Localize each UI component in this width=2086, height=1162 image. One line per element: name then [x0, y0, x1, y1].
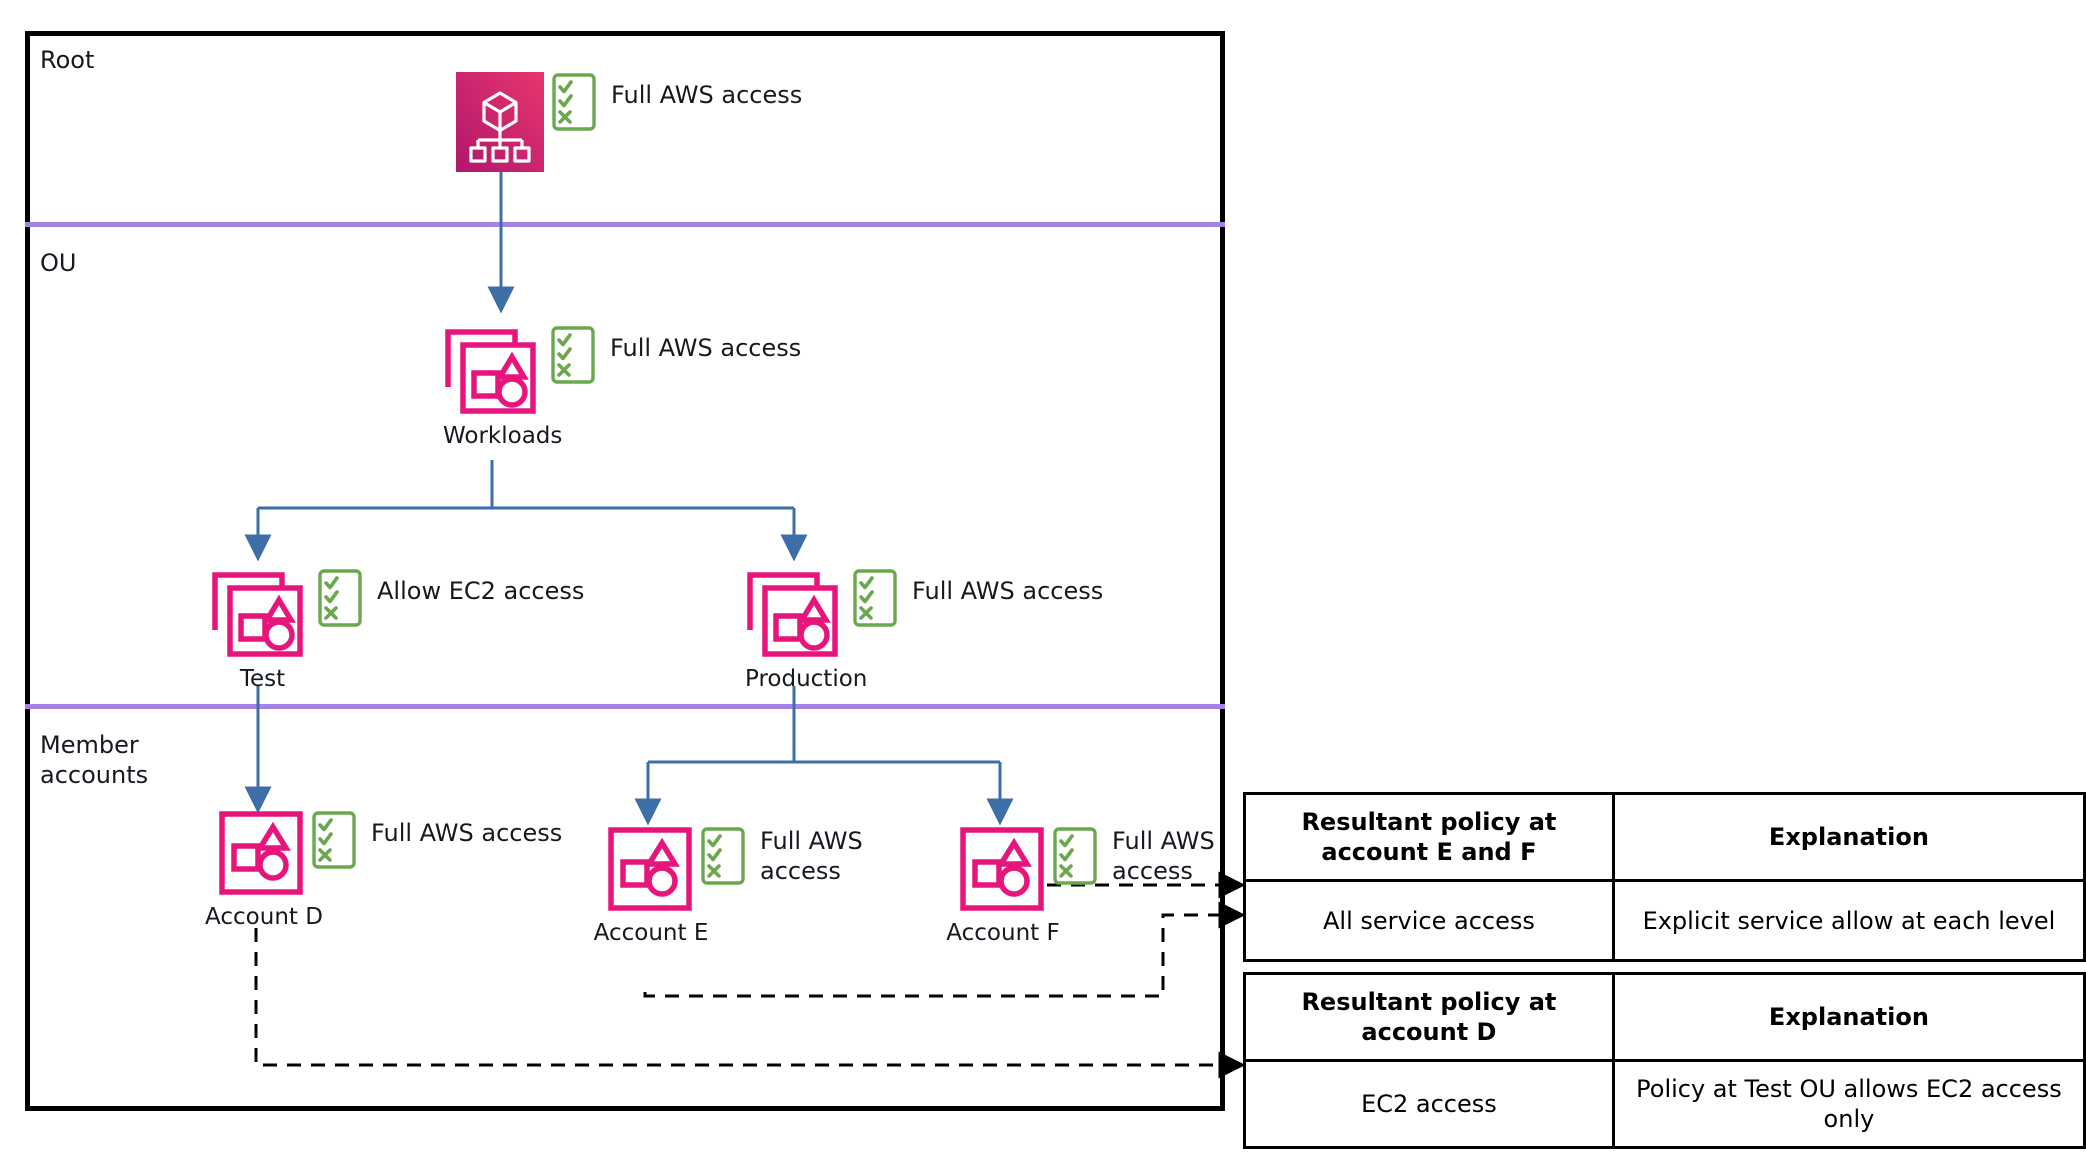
node-caption-production: Production: [745, 666, 868, 692]
aws-account-icon: [960, 827, 1044, 911]
node-root[interactable]: Full AWS access: [456, 72, 802, 172]
policy-badge-account-d: [311, 810, 357, 874]
policy-checklist-icon: [701, 827, 745, 885]
policy-label-account-d: Full AWS access: [371, 819, 563, 847]
table-cell-explanation-d: Policy at Test OU allows EC2 access only: [1611, 1059, 2086, 1149]
policy-checklist-icon: [312, 811, 356, 869]
policy-checklist-icon: [551, 326, 595, 384]
aws-account-icon: [219, 811, 303, 895]
policy-badge-test: [317, 568, 363, 632]
organizational-unit-icon: [212, 572, 303, 657]
node-caption-account-d: Account D: [205, 904, 323, 930]
table-row: Resultant policy at account E and F Expl…: [1243, 792, 2086, 882]
node-caption-account-f: Account F: [946, 920, 1060, 946]
table-header-explanation-ef: Explanation: [1611, 792, 2086, 882]
zone-label-member-accounts: Member accounts: [40, 731, 149, 789]
zone-label-ou: OU: [40, 249, 77, 277]
policy-label-account-e: Full AWS access: [760, 827, 863, 885]
zone-label-root: Root: [40, 46, 95, 74]
organizational-unit-icon: [747, 572, 838, 657]
policy-badge-production: [852, 568, 898, 632]
policy-checklist-icon: [552, 73, 596, 131]
node-workloads-ou[interactable]: Full AWS access Workloads: [443, 325, 801, 449]
policy-label-production: Full AWS access: [912, 577, 1104, 605]
zone-divider-root-ou: [25, 222, 1225, 227]
table-resultant-policy-d: Resultant policy at account D Explanatio…: [1243, 972, 2086, 1149]
policy-label-account-f: Full AWS access: [1112, 827, 1215, 885]
node-account-d[interactable]: Full AWS access Account D: [205, 810, 563, 930]
table-row: All service access Explicit service allo…: [1243, 879, 2086, 962]
table-row: EC2 access Policy at Test OU allows EC2 …: [1243, 1059, 2086, 1149]
aws-organizations-icon: [456, 72, 544, 172]
table-row: Resultant policy at account D Explanatio…: [1243, 972, 2086, 1062]
policy-checklist-icon: [853, 569, 897, 627]
node-account-e[interactable]: Full AWS access Account E: [594, 826, 863, 946]
policy-badge-account-f: [1052, 826, 1098, 890]
policy-checklist-icon: [1053, 827, 1097, 885]
node-caption-workloads: Workloads: [443, 423, 563, 449]
table-cell-policy-d: EC2 access: [1243, 1059, 1615, 1149]
node-account-f[interactable]: Full AWS access Account F: [946, 826, 1215, 946]
policy-checklist-icon: [318, 569, 362, 627]
table-header-policy-ef: Resultant policy at account E and F: [1243, 792, 1615, 882]
policy-label-test: Allow EC2 access: [377, 577, 585, 605]
node-caption-account-e: Account E: [593, 920, 709, 946]
policy-label-root: Full AWS access: [611, 81, 803, 109]
zone-divider-ou-member: [25, 704, 1225, 709]
table-header-policy-d: Resultant policy at account D: [1243, 972, 1615, 1062]
policy-badge-workloads: [550, 325, 596, 389]
policy-badge-account-e: [700, 826, 746, 890]
table-cell-policy-ef: All service access: [1243, 879, 1615, 962]
policy-badge-root: [551, 72, 597, 136]
policy-label-workloads: Full AWS access: [610, 334, 802, 362]
table-cell-explanation-ef: Explicit service allow at each level: [1611, 879, 2086, 962]
node-test-ou[interactable]: Allow EC2 access Test: [210, 568, 584, 692]
node-caption-test: Test: [239, 666, 286, 692]
aws-account-icon: [608, 827, 692, 911]
table-header-explanation-d: Explanation: [1611, 972, 2086, 1062]
table-resultant-policy-ef: Resultant policy at account E and F Expl…: [1243, 792, 2086, 962]
node-production-ou[interactable]: Full AWS access Production: [745, 568, 1103, 692]
organizational-unit-icon: [445, 329, 536, 414]
